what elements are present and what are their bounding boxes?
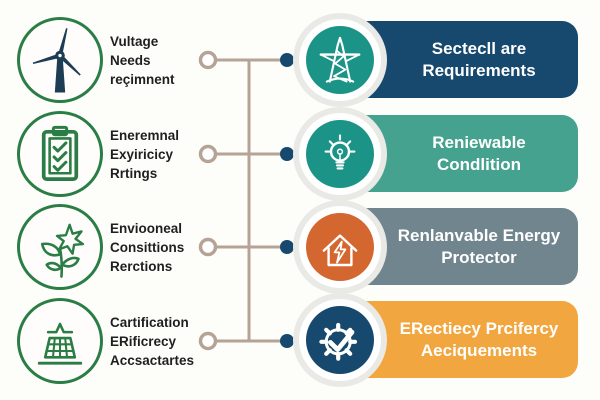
right-item-requirements: Sectecll are Requirements (285, 13, 600, 107)
banner-title-line: Protector (441, 247, 517, 267)
left-item-label: Eneremnal Exyiricicy Rrtings (110, 111, 222, 197)
banner-title-line: ERectiecy Prcifercy (399, 318, 559, 338)
left-item-environment: Enviooneal Consittions Rerctions (0, 204, 230, 290)
right-item-protector: Renlanvable Energy Protector (285, 200, 600, 294)
plant-flower-icon (17, 204, 103, 290)
left-item-voltage: Vultage Needs reçimnent (0, 17, 230, 103)
label-line: Rrtings (110, 165, 158, 181)
house-lightning-icon (306, 213, 374, 281)
banner-title: Renlanvable Energy Protector (385, 208, 573, 285)
banner-title-line: Renlanvable Energy (397, 225, 561, 245)
label-line: Consittions (110, 239, 185, 255)
label-line: Accsactartes (110, 352, 195, 368)
wind-turbine-icon (17, 17, 103, 103)
banner-title: ERectiecy Prcifercy Aeciquements (385, 301, 573, 378)
banner-title-line: Aeciquements (420, 340, 538, 360)
checklist-clipboard-icon (17, 111, 103, 197)
right-item-efficiency: ERectiecy Prcifercy Aeciquements (285, 293, 600, 387)
right-item-renewable: Reniewable Condlition (285, 107, 600, 201)
banner-title-line: Sectecll are (431, 38, 527, 58)
label-line: reçimnent (110, 71, 175, 87)
banner-title: Reniewable Condlition (385, 115, 573, 192)
label-line: Exyiricicy (110, 146, 174, 162)
left-item-ratings: Eneremnal Exyiricicy Rrtings (0, 111, 230, 197)
left-item-label: Cartification ERificrecy Accsactartes (110, 298, 222, 384)
banner-title: Sectecll are Requirements (385, 21, 573, 98)
label-line: Enviooneal (110, 220, 183, 236)
solar-panel-icon (17, 298, 103, 384)
label-line: Rerctions (110, 258, 173, 274)
label-line: Cartification (110, 314, 189, 330)
banner-title-line: Requirements (422, 60, 536, 80)
left-item-label: Vultage Needs reçimnent (110, 17, 222, 103)
banner-title-line: Condlition (436, 154, 522, 174)
lightbulb-icon (306, 120, 374, 188)
banner-title-line: Reniewable (432, 132, 526, 152)
gear-check-icon (306, 306, 374, 374)
label-line: Eneremnal (110, 127, 180, 143)
left-item-certification: Cartification ERificrecy Accsactartes (0, 298, 230, 384)
label-line: Vultage (110, 33, 159, 49)
left-item-label: Enviooneal Consittions Rerctions (110, 204, 222, 290)
transmission-tower-icon (306, 26, 374, 94)
label-line: ERificrecy (110, 333, 177, 349)
label-line: Needs (110, 52, 151, 68)
